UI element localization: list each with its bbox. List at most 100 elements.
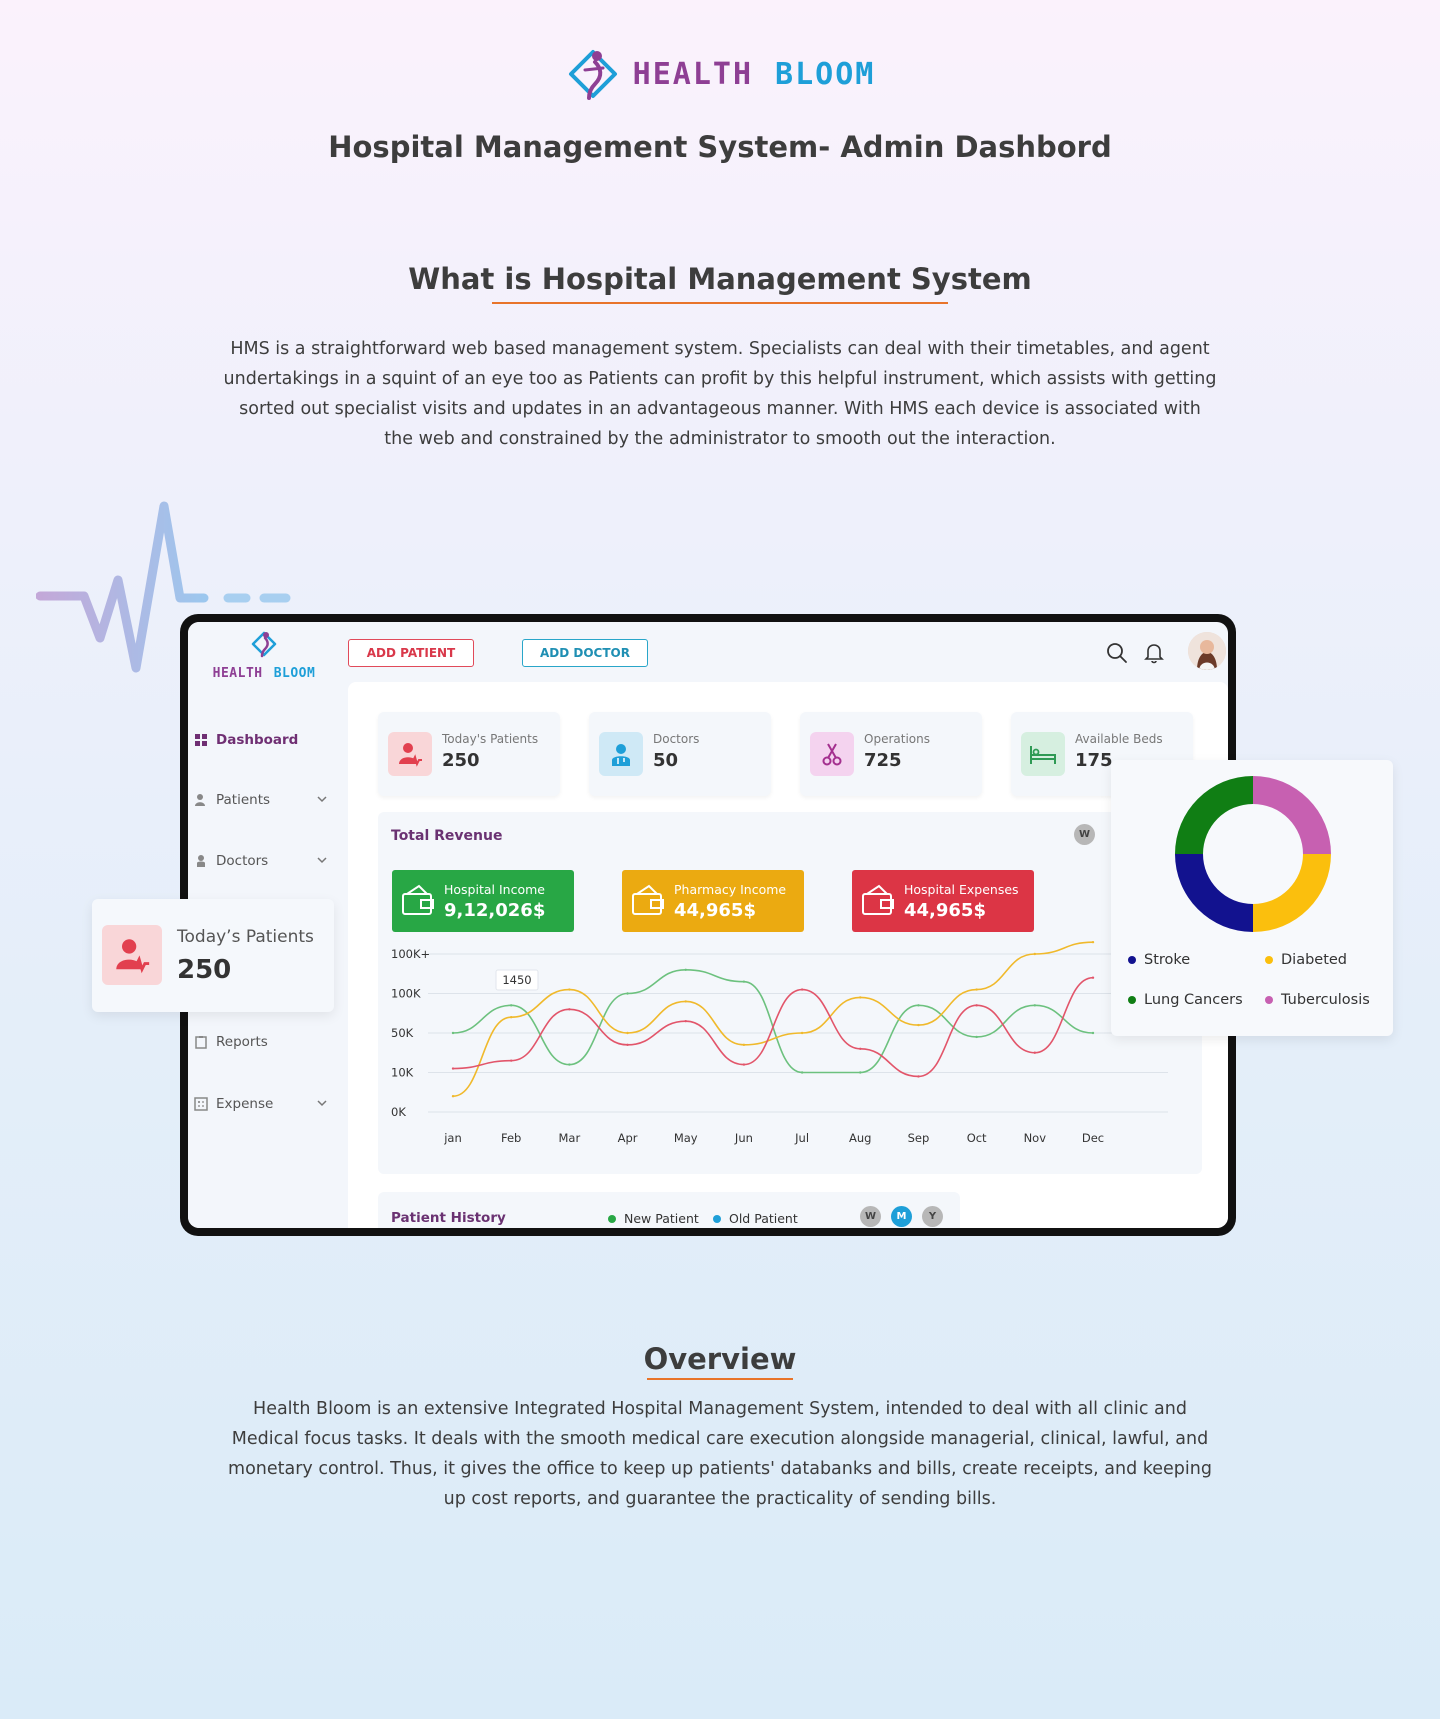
chevron-down-icon	[317, 857, 327, 864]
income-value: 9,12,026$	[444, 900, 546, 921]
section1-line: sorted out specialist visits and updates…	[239, 399, 1201, 419]
data-point	[684, 1000, 687, 1003]
x-tick-label: Dec	[1082, 1131, 1104, 1145]
legend-new-patient: New Patient	[608, 1211, 699, 1226]
y-tick-label: 100K	[391, 987, 421, 1001]
x-tick-label: Nov	[1024, 1131, 1047, 1145]
data-point	[509, 1016, 513, 1019]
section1-line: the web and constrained by the administr…	[384, 429, 1056, 449]
sidebar-item-label: Doctors	[216, 853, 269, 869]
chevron-down-icon	[317, 1100, 327, 1107]
donut-slice-lung-cancers	[1175, 776, 1253, 854]
legend-dot	[1265, 956, 1273, 964]
grid-icon	[195, 734, 207, 746]
x-tick-label: Mar	[559, 1131, 581, 1145]
hospital-expenses-card[interactable]: Hospital Expenses 44,965$	[852, 870, 1034, 932]
x-tick-label: Oct	[967, 1131, 987, 1145]
x-tick-label: Jun	[734, 1131, 753, 1145]
legend-label: Tuberculosis	[1281, 992, 1370, 1008]
section-title-what-is: What is Hospital Management System	[408, 262, 1032, 296]
legend-old-patient: Old Patient	[713, 1211, 798, 1226]
dashboard-mockup: HEALTH BLOOM Dashboard Patients Doctors	[180, 614, 1236, 1236]
sidebar-item-reports[interactable]: Reports	[194, 1030, 330, 1054]
logo-icon	[568, 50, 617, 100]
period-week-button[interactable]: W	[1074, 824, 1095, 845]
data-point	[975, 1035, 978, 1039]
data-point	[684, 968, 687, 971]
patient-icon	[195, 794, 205, 806]
stat-card-available-beds[interactable]: Available Beds 175	[1011, 712, 1193, 796]
data-point	[1091, 940, 1095, 944]
data-point	[800, 988, 804, 991]
stat-card-operations[interactable]: Operations 725	[800, 712, 982, 796]
data-point	[1091, 976, 1095, 979]
patient-icon	[388, 732, 432, 776]
period-week-button[interactable]: W	[860, 1206, 881, 1227]
logo-icon	[251, 631, 277, 658]
y-tick-label: 0K	[391, 1105, 406, 1119]
calculator-icon	[194, 1097, 208, 1111]
total-revenue-card: Total Revenue W Hospital Income 9,12,026…	[378, 812, 1202, 1174]
sidebar-logo[interactable]: HEALTH BLOOM	[194, 630, 334, 681]
hospital-income-card[interactable]: Hospital Income 9,12,026$	[392, 870, 574, 932]
data-point	[742, 980, 746, 983]
doctor-icon	[599, 732, 643, 776]
add-doctor-button[interactable]: ADD DOCTOR	[522, 639, 648, 667]
data-point	[800, 1031, 804, 1035]
sidebar-item-expense[interactable]: Expense	[194, 1092, 330, 1116]
stat-value: 50	[653, 750, 679, 771]
revenue-title: Total Revenue	[391, 828, 503, 844]
stat-card-doctors[interactable]: Doctors 50	[589, 712, 771, 796]
stat-label: Today's Patients	[442, 732, 539, 746]
page-title: Hospital Management System- Admin Dashbo…	[328, 130, 1112, 164]
disease-donut-chart	[1175, 776, 1331, 932]
legend-label: Diabeted	[1281, 952, 1348, 968]
bell-icon[interactable]	[1144, 642, 1164, 664]
data-point	[568, 988, 571, 991]
search-icon[interactable]	[1106, 642, 1128, 664]
clipboard-icon	[195, 1036, 207, 1049]
income-value: 44,965$	[904, 900, 986, 921]
sidebar-brand-bloom: BLOOM	[273, 666, 316, 681]
sidebar-item-doctors[interactable]: Doctors	[194, 849, 330, 873]
x-tick-label: Aug	[849, 1131, 871, 1145]
patient-history-card: Patient History New Patient Old Patient …	[378, 1192, 960, 1228]
data-point	[568, 1008, 571, 1011]
stat-value: 175	[1075, 750, 1113, 771]
data-point	[917, 1004, 920, 1007]
section-title-overview: Overview	[643, 1342, 797, 1376]
data-point	[1033, 952, 1037, 956]
income-value: 44,965$	[674, 900, 756, 921]
period-month-button[interactable]: M	[891, 1206, 912, 1227]
section1-paragraph: HMS is a straightforward web based manag…	[120, 334, 1320, 454]
legend-dot	[1128, 956, 1136, 964]
sidebar-item-dashboard[interactable]: Dashboard	[194, 728, 330, 752]
data-point	[568, 1063, 571, 1066]
data-point	[451, 1067, 455, 1070]
data-point	[859, 1047, 862, 1050]
overview-line: Medical focus tasks. It deals with the s…	[231, 1429, 1209, 1449]
sidebar-item-label: Reports	[216, 1034, 268, 1050]
data-point	[742, 1043, 746, 1047]
x-tick-label: jan	[443, 1131, 462, 1145]
section-title-underline	[492, 302, 948, 304]
overview-line: up cost reports, and guarantee the pract…	[443, 1489, 997, 1509]
add-patient-button[interactable]: ADD PATIENT	[348, 639, 474, 667]
legend-dot	[1128, 996, 1136, 1004]
chart-tooltip	[495, 969, 539, 991]
period-year-button[interactable]: Y	[922, 1206, 943, 1227]
floating-patients-value: 250	[177, 955, 232, 985]
wallet-icon	[402, 884, 434, 915]
legend-dot	[1265, 996, 1273, 1004]
wallet-icon	[862, 884, 894, 915]
data-point	[742, 1063, 746, 1066]
data-point	[1033, 1004, 1037, 1007]
avatar[interactable]	[1188, 632, 1226, 670]
data-point	[451, 1095, 455, 1098]
stat-card-todays-patients[interactable]: Today's Patients 250	[378, 712, 560, 796]
sidebar-item-patients[interactable]: Patients	[194, 788, 330, 812]
section1-line: undertakings in a squint of an eye too a…	[223, 369, 1217, 389]
pharmacy-income-card[interactable]: Pharmacy Income 44,965$	[622, 870, 804, 932]
data-point	[509, 1059, 513, 1062]
data-point	[684, 1019, 687, 1023]
